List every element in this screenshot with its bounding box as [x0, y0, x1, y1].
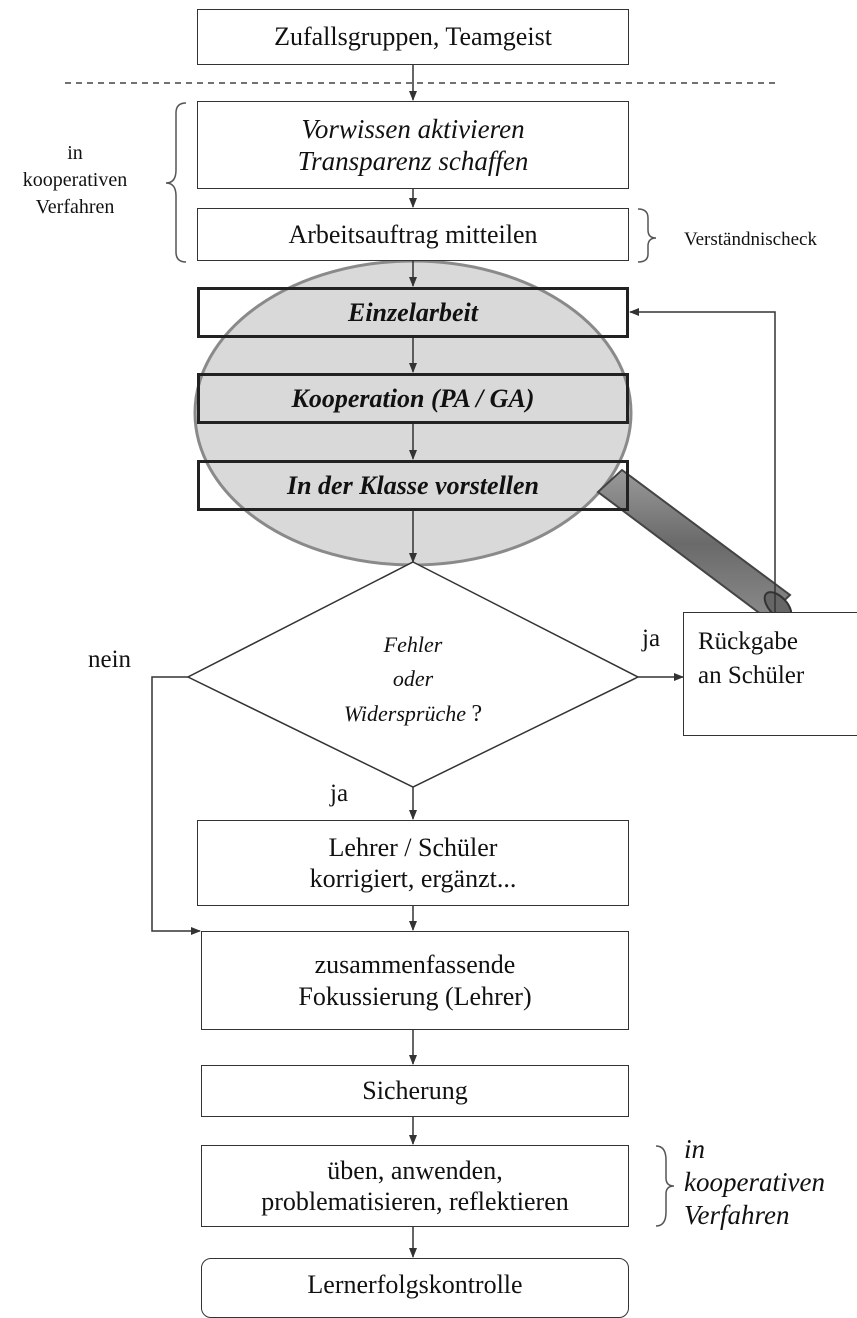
node-ueben: üben, anwenden, problematisieren, reflek… [201, 1145, 629, 1227]
node-sicherung: Sicherung [201, 1065, 629, 1117]
node-einzelarbeit: Einzelarbeit [197, 287, 629, 338]
node-rueckgabe: Rückgabe an Schüler [683, 612, 857, 736]
node-vorstellen: In der Klasse vorstellen [197, 460, 629, 511]
label-in-kooperativen-top: in kooperativen Verfahren [22, 142, 128, 218]
label-ja-down: ja [330, 780, 349, 807]
label-ja-right: ja [642, 625, 661, 652]
node-vorwissen: Vorwissen aktivieren Transparenz schaffe… [197, 101, 629, 189]
label-verstaendnischeck: Verständnischeck [684, 229, 817, 250]
verstaendnis-brace [637, 208, 657, 263]
decision-text: Fehler oder Widersprüche ? [343, 632, 483, 728]
node-lernerfolgskontrolle: Lernerfolgskontrolle [201, 1258, 629, 1318]
node-fokussierung: zusammenfassende Fokussierung (Lehrer) [201, 931, 629, 1030]
node-kooperation: Kooperation (PA / GA) [197, 373, 629, 424]
bottom-brace [655, 1145, 675, 1227]
left-brace [165, 102, 187, 263]
node-zufallsgruppen: Zufallsgruppen, Teamgeist [197, 9, 629, 65]
node-lehrer: Lehrer / Schüler korrigiert, ergänzt... [197, 820, 629, 906]
node-arbeitsauftrag: Arbeitsauftrag mitteilen [197, 208, 629, 261]
label-nein: nein [88, 646, 132, 673]
label-in-kooperativen-bottom: in kooperativen Verfahren [684, 1134, 825, 1230]
arrow-loop-back [629, 308, 776, 612]
arrow-nein [151, 676, 201, 935]
